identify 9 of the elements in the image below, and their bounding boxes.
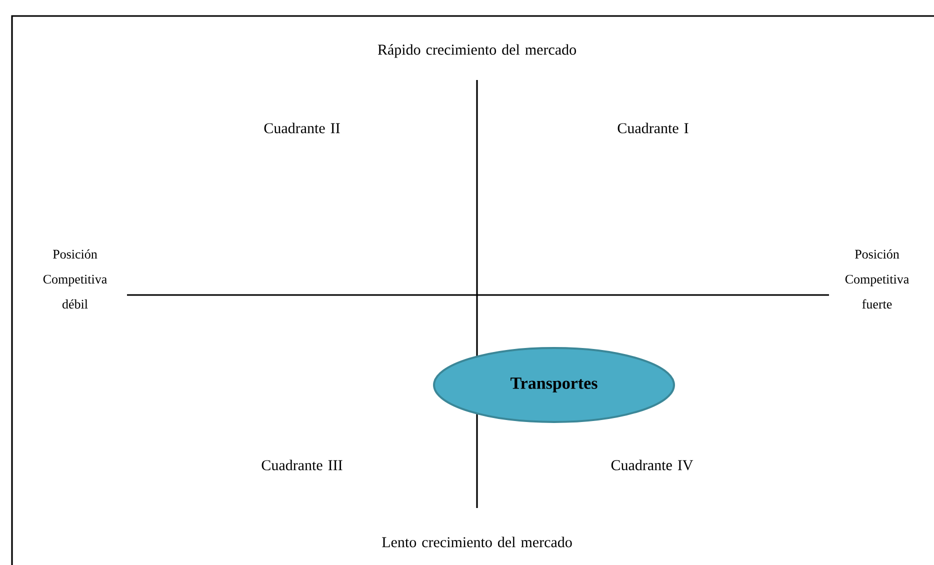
axis-label: Rápido crecimiento del mercado [378,44,576,58]
quadrant-label: Cuadrante I [618,122,688,134]
quadrant-label: Cuadrante II [264,122,340,134]
axis-label: Posición Competitiva fuerte [845,249,909,309]
quadrant-label: Cuadrante III [262,460,342,470]
axis-label: Lento crecimiento del mercado [382,536,572,548]
ellipse-node: Transportes [433,347,675,423]
axis-label: Posición Competitiva débil [43,249,107,309]
quadrant-label: Cuadrante IV [611,460,694,470]
